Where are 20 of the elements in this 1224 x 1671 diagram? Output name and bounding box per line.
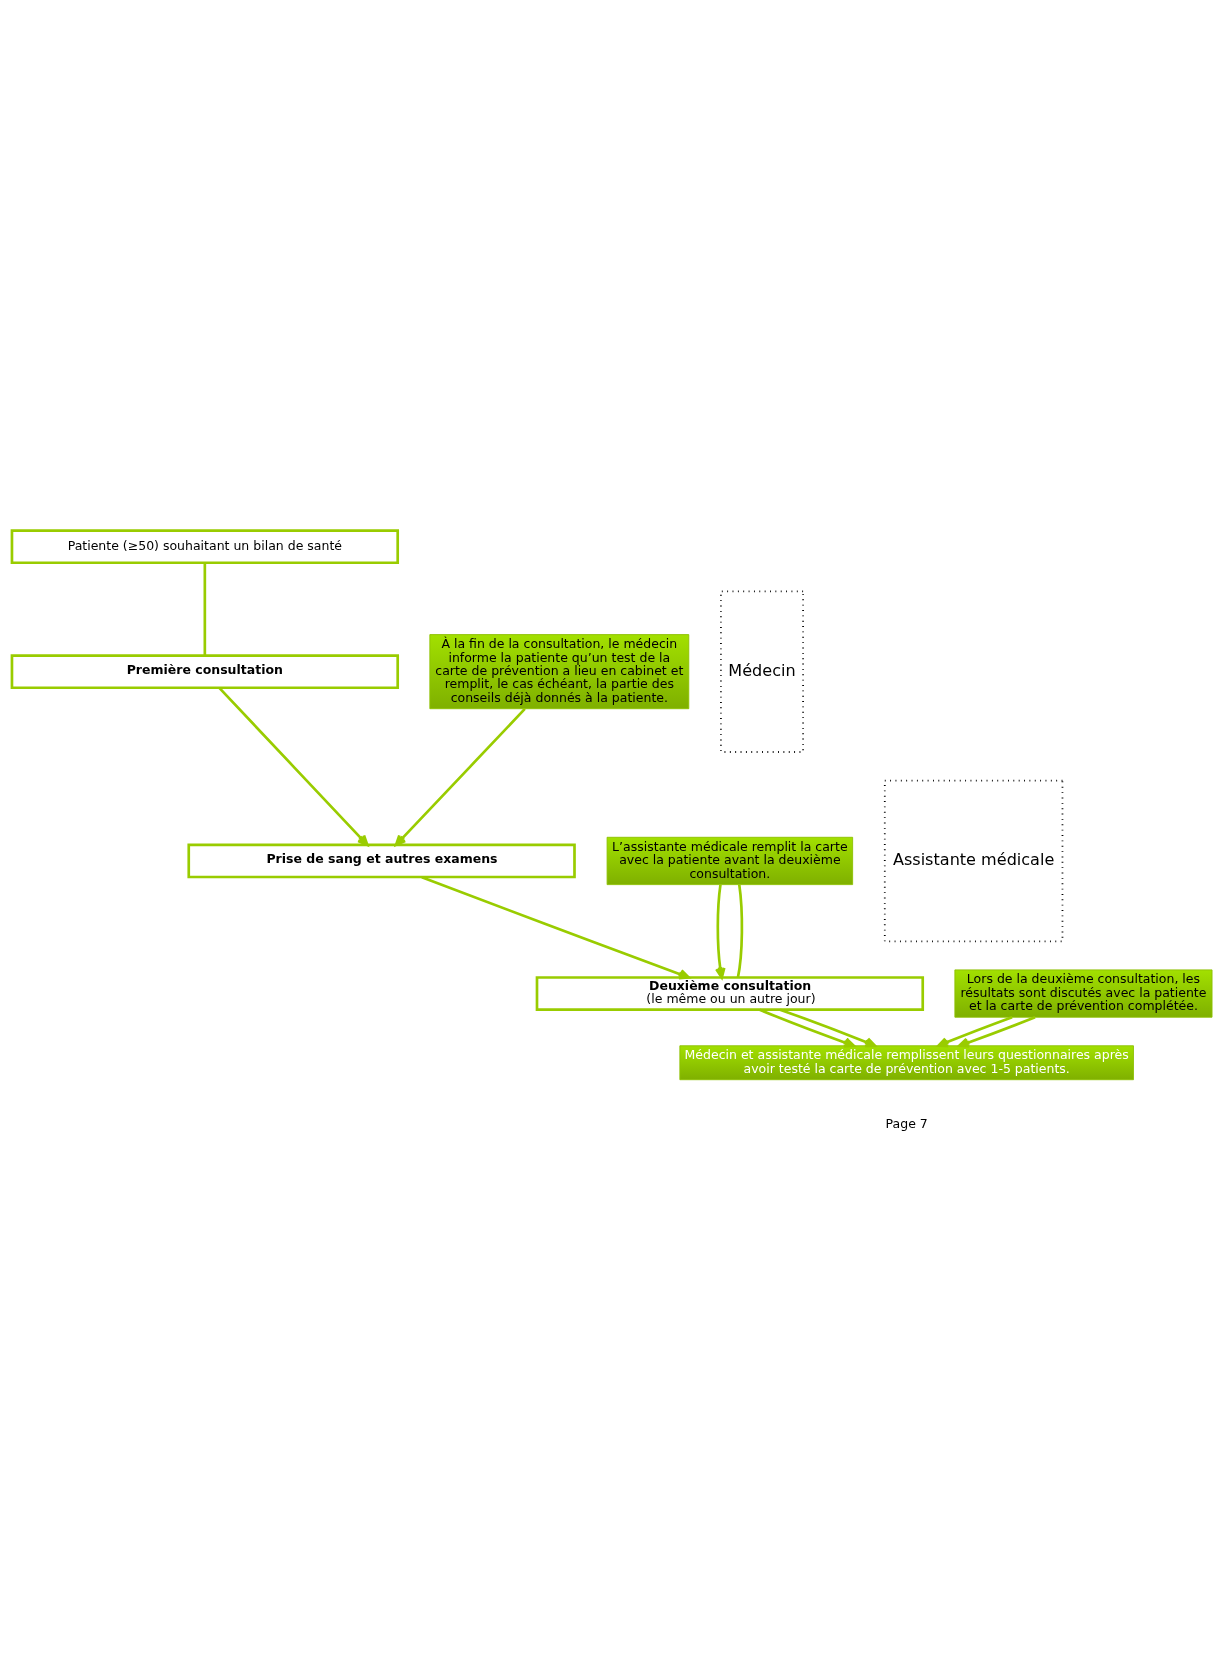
node-box: Patiente (≥50) souhaitant un bilan de santé bbox=[10, 529, 400, 565]
arrow bbox=[218, 686, 369, 847]
node-box: Deuxième consultation (le même ou un autre jour) bbox=[535, 976, 925, 1011]
node-box: Prise de sang et autres examens bbox=[187, 843, 576, 879]
node-box: L’assistante médicale remplit la carte avec la patiente avant la deuxième consultation. bbox=[606, 836, 854, 886]
label: Page 7 bbox=[885, 1115, 928, 1131]
arrow bbox=[715, 884, 726, 979]
node-box: Première consultation bbox=[10, 654, 400, 690]
node-box: Lors de la deuxième consultation, les résultats sont discutés avec la patiente et la carte de prévention complétée. bbox=[954, 969, 1213, 1018]
arrow bbox=[394, 708, 526, 847]
arrow bbox=[958, 1016, 1036, 1048]
connector bbox=[203, 562, 207, 656]
arrow bbox=[421, 875, 690, 980]
arrow bbox=[779, 1008, 877, 1048]
node-box: Médecin et assistante médicale remplissent leurs questionnaires après avoir testé la carte de prévention avec 1-5 patients. bbox=[679, 1045, 1134, 1081]
node-box: Médecin bbox=[720, 590, 804, 753]
node-box: À la fin de la consultation, le médecin informe la patiente qu’un test de la carte de prévention a lieu en cabinet et remplit, le cas échéant, la partie des conseils déjà donnés à la patiente. bbox=[429, 634, 690, 710]
node-box: Assistante médicale bbox=[883, 779, 1064, 943]
connector bbox=[736, 884, 744, 978]
arrow bbox=[759, 1008, 856, 1048]
